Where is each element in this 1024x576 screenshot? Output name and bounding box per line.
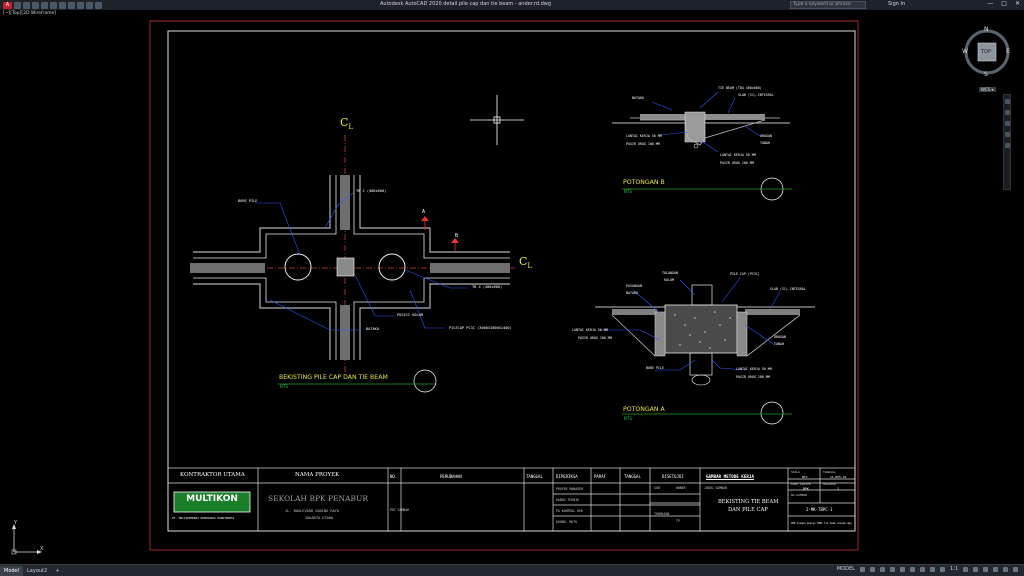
osnap-icon[interactable]: [899, 566, 905, 572]
hardware-acceleration-icon[interactable]: [993, 566, 998, 572]
bore-pile-left: [284, 253, 312, 281]
tab-model[interactable]: Model: [0, 565, 24, 576]
sheet-inner-frame: [167, 30, 856, 532]
isolate-objects-icon[interactable]: [983, 566, 988, 572]
crosshair-cursor: [470, 95, 524, 145]
sign-in-button[interactable]: Sign In: [888, 1, 906, 7]
drawing-canvas[interactable]: [0, 0, 1024, 564]
tab-add[interactable]: +: [55, 567, 60, 574]
title-block: [167, 467, 856, 532]
ucs-x-label: X: [40, 546, 44, 552]
autocad-logo-icon[interactable]: A: [3, 1, 12, 9]
quick-access-toolbar: A: [0, 1, 102, 9]
viewcube-north[interactable]: N: [984, 26, 989, 33]
annotation-scale[interactable]: 1:1: [949, 566, 958, 572]
web-mobile-icon[interactable]: [50, 1, 57, 9]
steering-wheel-icon[interactable]: [1004, 99, 1010, 104]
ucs-icon: Y X: [6, 520, 46, 560]
gear-icon[interactable]: [963, 566, 968, 572]
multikon-logo: [173, 491, 251, 513]
pan-icon[interactable]: [1004, 110, 1010, 115]
showmotion-icon[interactable]: [1004, 143, 1010, 148]
model-space-button[interactable]: MODEL: [836, 566, 855, 572]
plan-view: [190, 135, 515, 393]
workspace-dropdown-icon[interactable]: [95, 1, 102, 9]
maximize-button[interactable]: □: [1001, 0, 1007, 7]
close-button[interactable]: ✕: [1014, 0, 1020, 7]
save-as-icon[interactable]: [41, 1, 48, 9]
tab-layout2[interactable]: Layout2: [27, 567, 48, 574]
ortho-icon[interactable]: [879, 566, 885, 572]
open-file-icon[interactable]: [23, 1, 30, 9]
save-icon[interactable]: [32, 1, 39, 9]
clean-screen-icon[interactable]: [1003, 566, 1008, 572]
wcs-dropdown[interactable]: WCS ▾: [979, 87, 996, 92]
plus-icon[interactable]: [973, 566, 978, 572]
status-bar: Model Layout2 + MODEL 1:1: [0, 564, 1024, 576]
redo-icon[interactable]: [77, 1, 84, 9]
section-a: [595, 277, 815, 425]
share-icon[interactable]: [86, 1, 93, 9]
undo-icon[interactable]: [68, 1, 75, 9]
viewcube-south[interactable]: S: [984, 71, 988, 78]
transparency-icon[interactable]: [919, 566, 925, 572]
section-b: [612, 91, 792, 201]
annotation-visibility-icon[interactable]: [939, 566, 945, 572]
polar-icon[interactable]: [889, 566, 895, 572]
snap-icon[interactable]: [869, 566, 875, 572]
zoom-extents-icon[interactable]: [1004, 121, 1010, 126]
viewport-controls[interactable]: [−][Top][2D Wireframe]: [3, 11, 57, 16]
ucs-y-label: Y: [14, 520, 18, 526]
sheet-outer-frame: [149, 20, 859, 551]
window-title: Autodesk AutoCAD 2020 detail pile cap da…: [380, 1, 552, 7]
viewcube-top[interactable]: TOP: [981, 49, 992, 55]
grid-icon[interactable]: [859, 566, 865, 572]
customization-menu-icon[interactable]: [1013, 566, 1018, 572]
lineweight-icon[interactable]: [909, 566, 915, 572]
search-input[interactable]: Type a keyword or phrase: [790, 1, 866, 9]
bore-pile-right: [378, 253, 406, 281]
minimize-button[interactable]: —: [987, 0, 994, 7]
navigation-bar: [1003, 94, 1011, 190]
selection-cycling-icon[interactable]: [929, 566, 935, 572]
viewcube-west[interactable]: W: [962, 48, 968, 55]
new-file-icon[interactable]: [14, 1, 21, 9]
print-icon[interactable]: [59, 1, 66, 9]
orbit-icon[interactable]: [1004, 132, 1010, 137]
column: [336, 257, 355, 277]
viewcube-east[interactable]: E: [1006, 48, 1010, 55]
viewcube[interactable]: TOP N S W E: [960, 26, 1012, 82]
title-bar: A Autodesk AutoCAD 2020 detail pile cap …: [0, 0, 1024, 10]
